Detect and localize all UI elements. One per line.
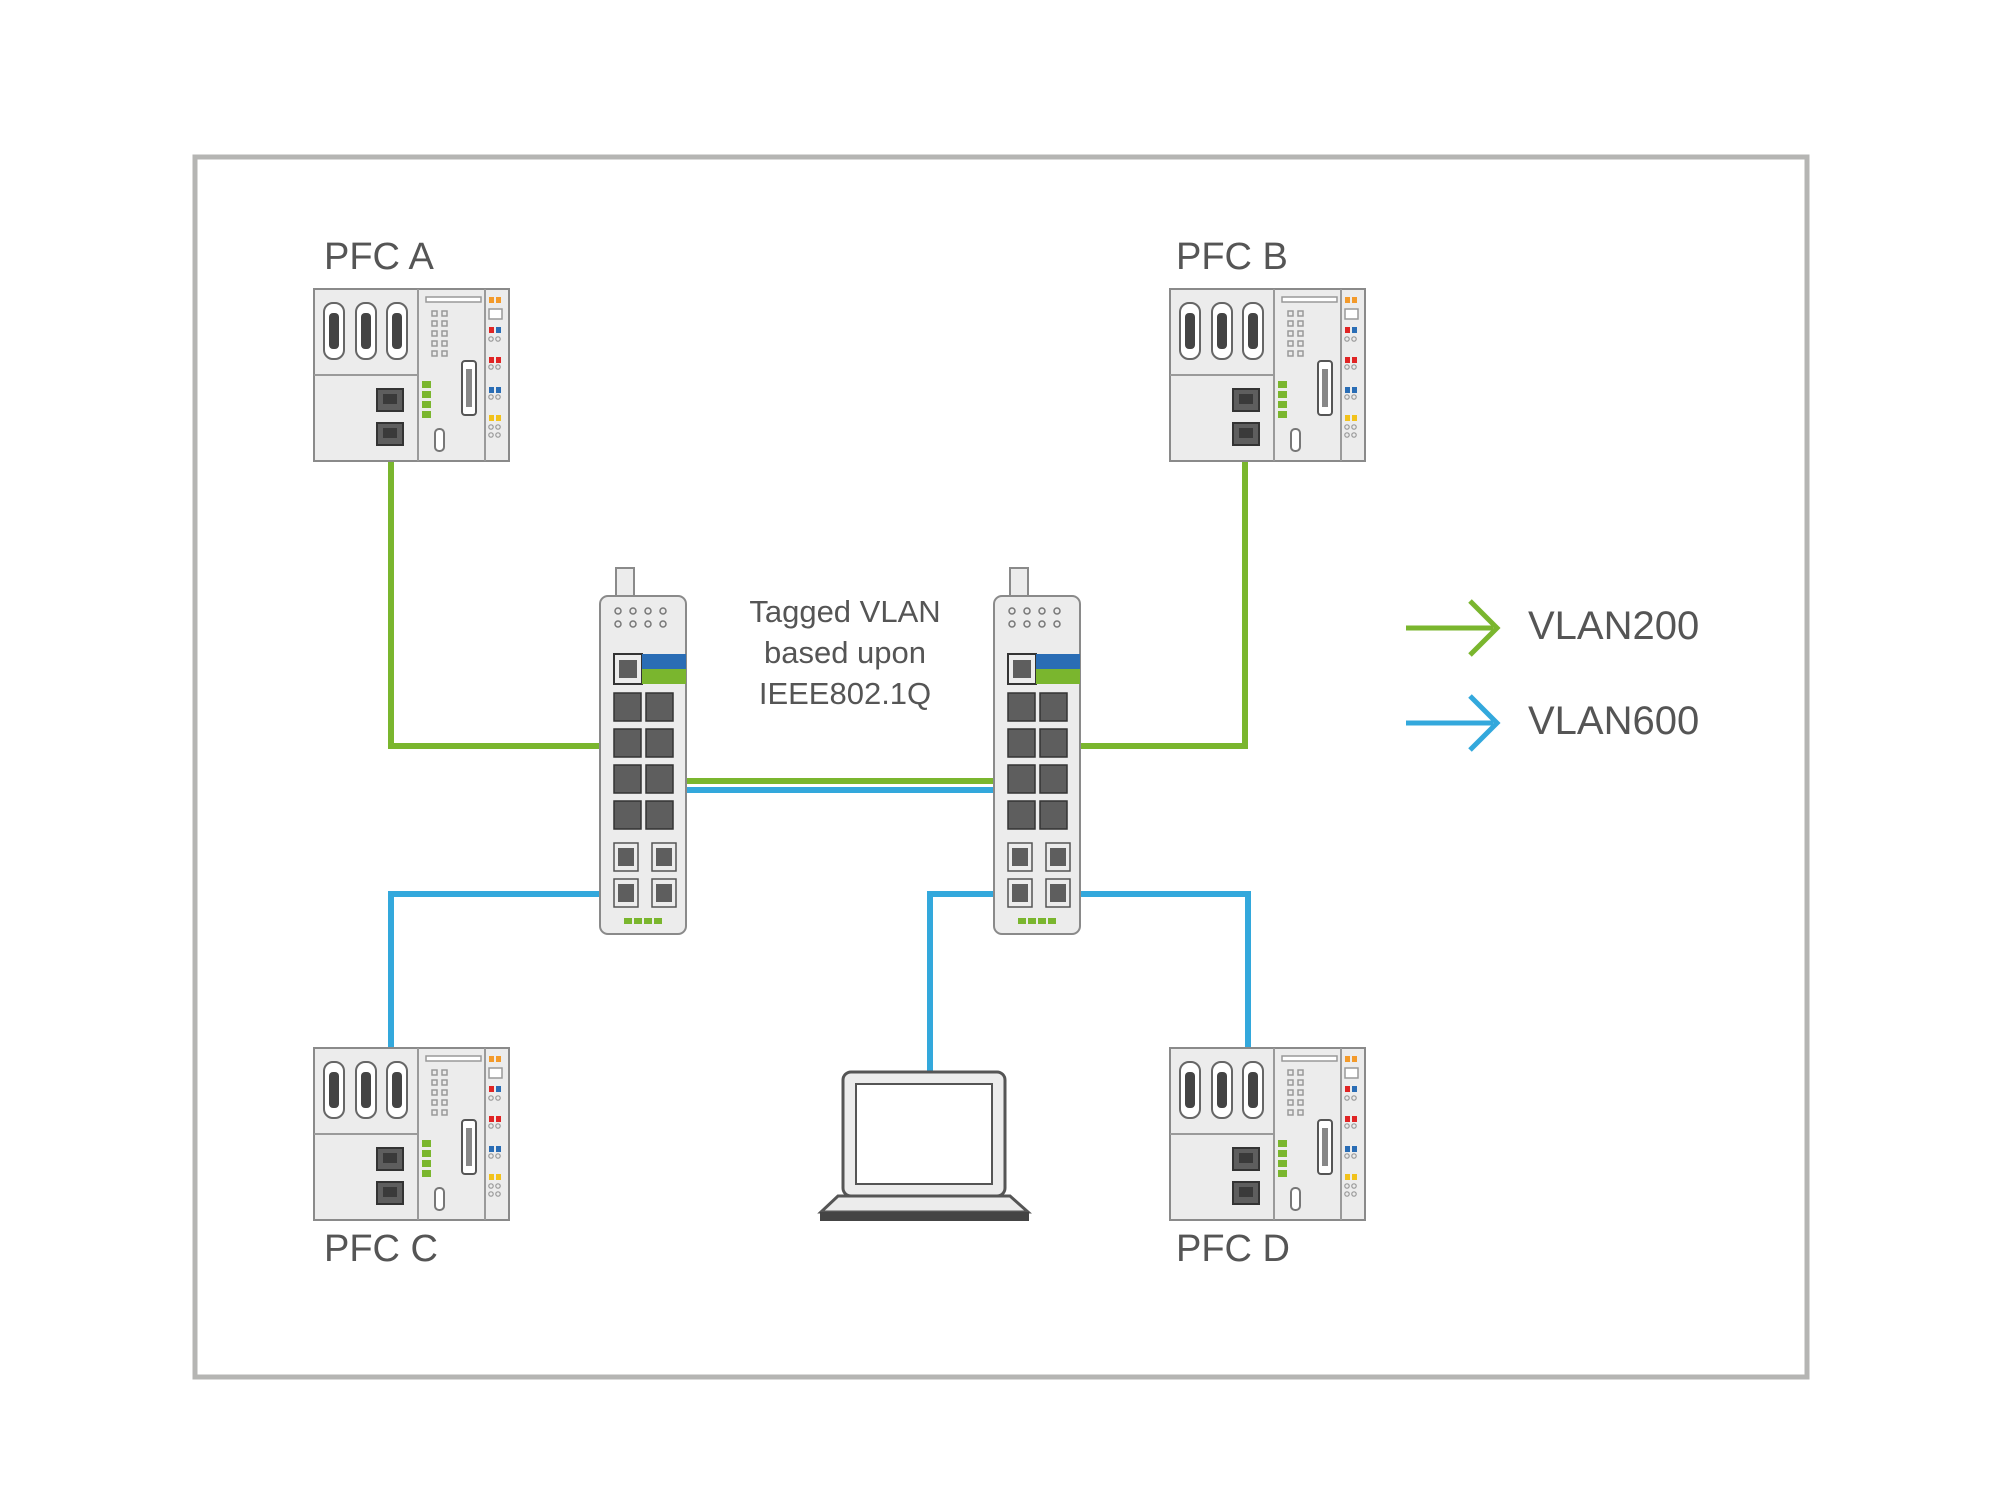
trunk-label: Tagged VLAN based upon IEEE802.1Q — [715, 591, 975, 714]
pfc-b-device — [1169, 288, 1366, 462]
laptop-icon — [817, 1070, 1032, 1221]
trunk-label-line-1: Tagged VLAN — [749, 594, 941, 629]
legend-vlan200-label: VLAN200 — [1528, 604, 1700, 648]
link-pfc-d-to-right-switch — [1078, 891, 1251, 1052]
link-pfc-a-to-left-switch — [388, 461, 600, 749]
pfc-a-device — [313, 288, 510, 462]
pfc-d-label: PFC D — [1176, 1228, 1290, 1270]
legend-vlan200-arrow — [1406, 601, 1497, 655]
link-laptop-to-right-switch — [927, 891, 994, 1072]
pfc-b-label: PFC B — [1176, 236, 1288, 278]
pfc-a-label: PFC A — [324, 236, 434, 278]
trunk-label-line-2: based upon — [763, 635, 927, 670]
right-switch-device — [993, 567, 1081, 935]
pfc-c-device — [313, 1047, 510, 1221]
link-pfc-b-to-right-switch — [1078, 461, 1248, 749]
trunk-label-line-3: IEEE802.1Q — [758, 676, 932, 711]
legend-vlan600-arrow — [1406, 696, 1497, 750]
pfc-d-device — [1169, 1047, 1366, 1221]
left-switch-device — [599, 567, 687, 935]
link-pfc-c-to-left-switch — [388, 891, 600, 1052]
legend-vlan600-label: VLAN600 — [1528, 699, 1700, 743]
vlan600-links — [388, 787, 1251, 1072]
vlan200-links — [388, 461, 1248, 784]
pfc-c-label: PFC C — [324, 1228, 438, 1270]
